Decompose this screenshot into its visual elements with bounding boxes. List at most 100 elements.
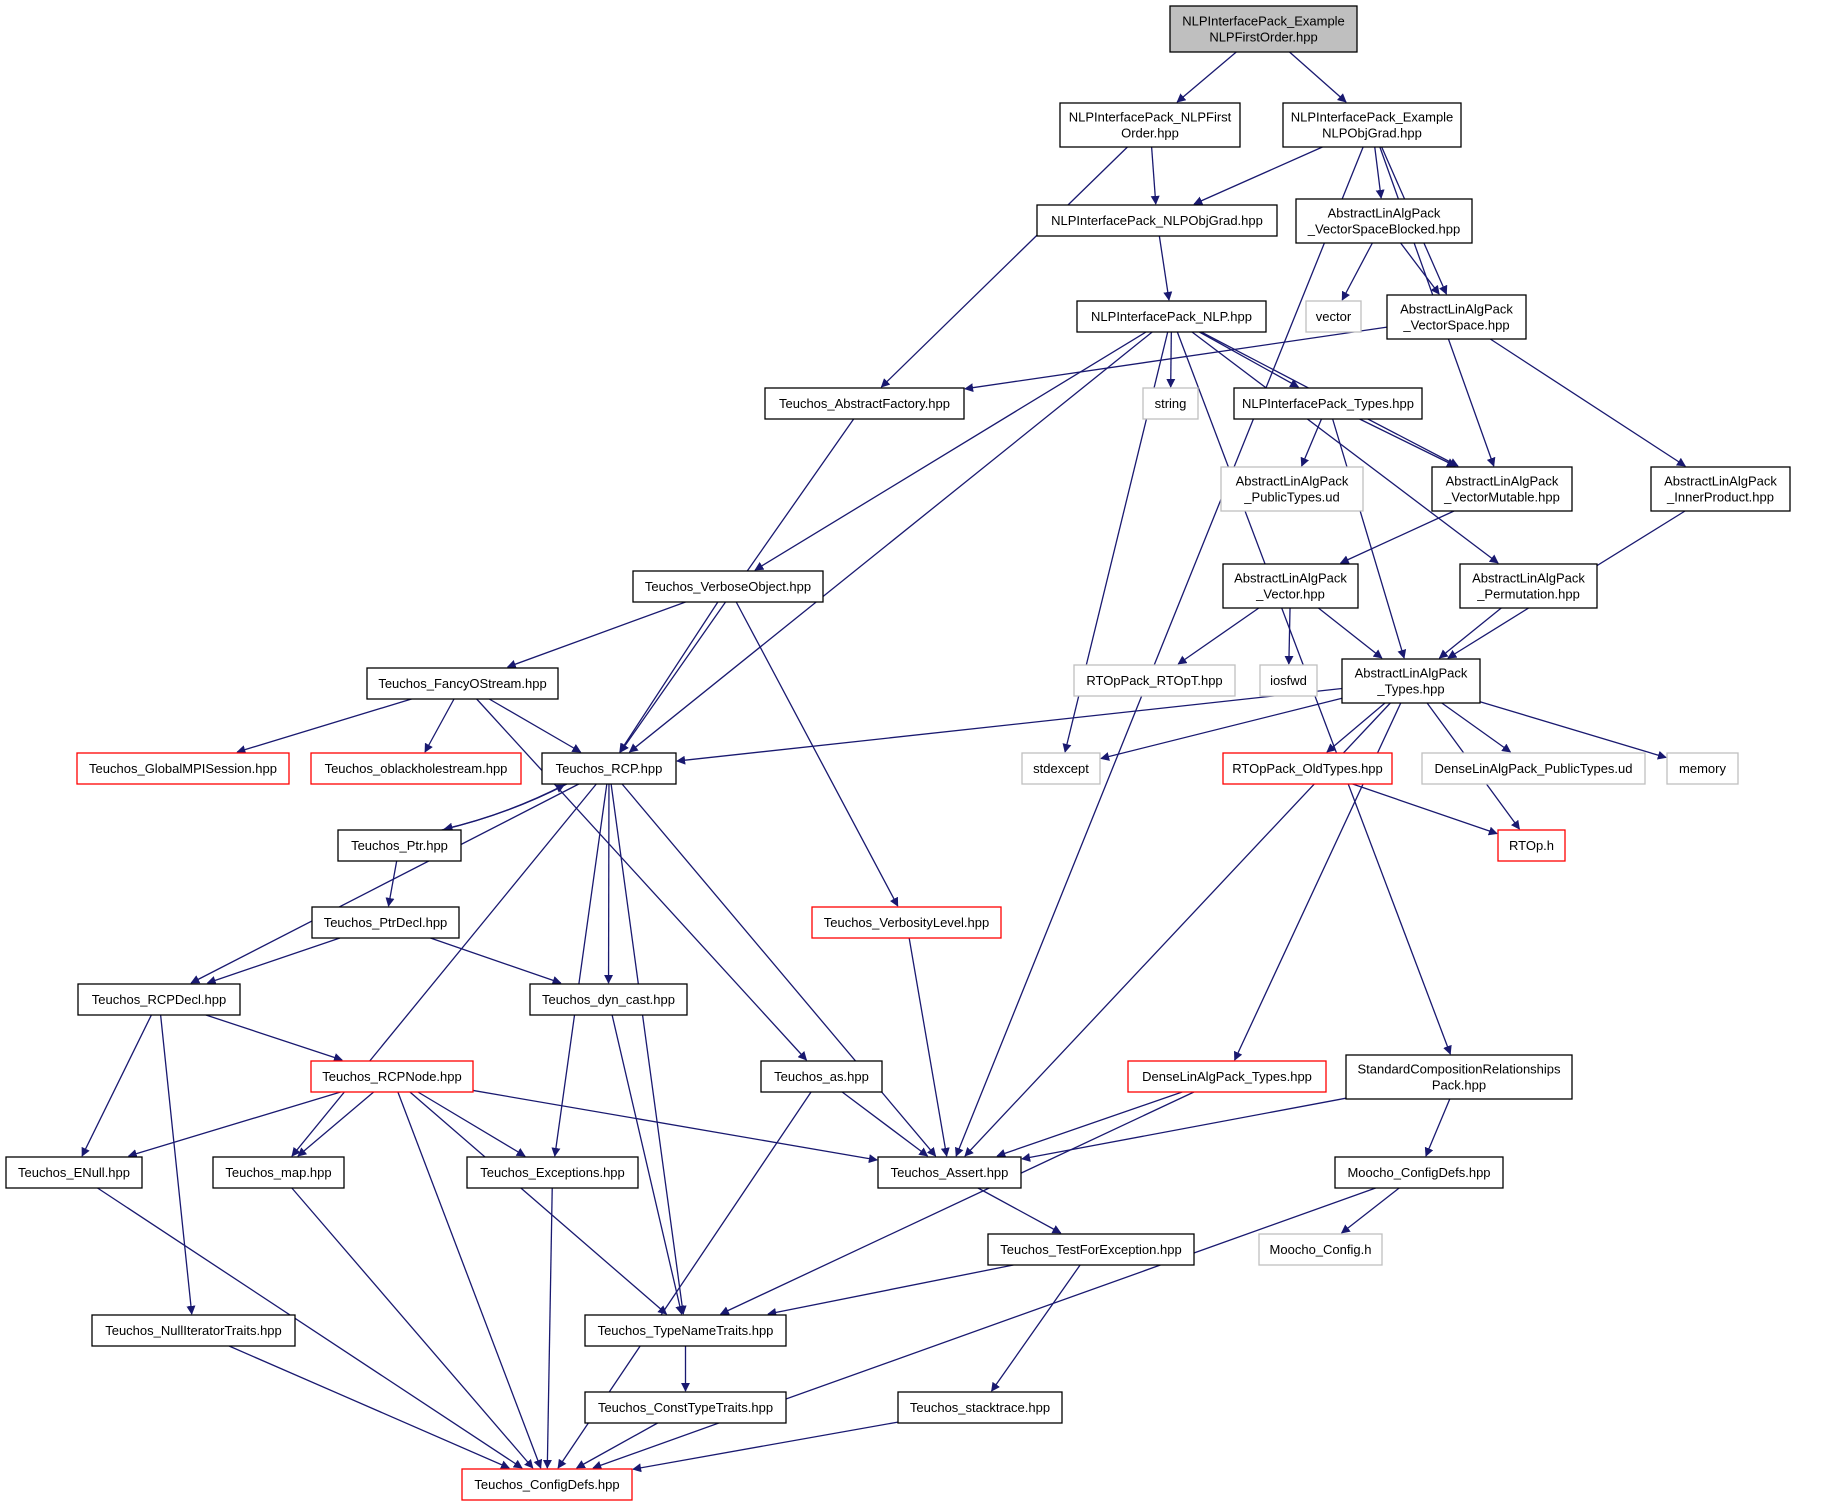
node-ptr_decl[interactable]: Teuchos_PtrDecl.hpp [311,906,460,939]
node-null_iterator_traits[interactable]: Teuchos_NullIteratorTraits.hpp [91,1314,296,1347]
node-dyn_cast[interactable]: Teuchos_dyn_cast.hpp [529,983,688,1016]
node-label-teuchos_as-0: Teuchos_as.hpp [774,1069,869,1084]
node-label-moocho_config_defs-0: Moocho_ConfigDefs.hpp [1347,1165,1490,1180]
node-oblackholestream[interactable]: Teuchos_oblackholestream.hpp [310,752,522,785]
node-fancy_ostream[interactable]: Teuchos_FancyOStream.hpp [366,667,559,700]
node-vector[interactable]: vector [1305,300,1362,333]
edge-verbose_object-to-fancy_ostream [506,601,686,669]
node-box-example_nlp_obj_grad [1282,102,1462,148]
node-box-public_types_ud [1220,466,1364,512]
node-label-vector-0: vector [1316,309,1352,324]
edge-test_for_exception-to-type_name_traits [767,1264,1014,1317]
edge-teuchos_assert-to-test_for_exception [977,1187,1062,1234]
node-exceptions[interactable]: Teuchos_Exceptions.hpp [466,1156,639,1189]
node-label-alap_types-0: AbstractLinAlgPack [1355,666,1468,681]
edge-nlp_first_order-to-nlp_obj_grad [1150,146,1160,205]
node-box-global_mpi_session [76,752,290,785]
node-nlp_types[interactable]: NLPInterfacePack_Types.hpp [1233,387,1423,420]
edge-rcp-to-teuchos_map [291,783,597,1157]
node-type_name_traits[interactable]: Teuchos_TypeNameTraits.hpp [584,1314,787,1347]
node-label-rcp_decl-0: Teuchos_RCPDecl.hpp [92,992,226,1007]
node-label-alap_vector-0: AbstractLinAlgPack [1234,571,1347,586]
node-public_types_ud[interactable]: AbstractLinAlgPack_PublicTypes.ud [1220,466,1364,512]
node-box-verbosity_level [811,906,1002,939]
node-dense_types[interactable]: DenseLinAlgPack_Types.hpp [1127,1060,1327,1093]
node-box-dense_types [1127,1060,1327,1093]
node-iosfwd[interactable]: iosfwd [1259,664,1318,697]
node-moocho_config_defs[interactable]: Moocho_ConfigDefs.hpp [1334,1156,1504,1189]
node-box-nlp [1076,300,1267,333]
edge-fancy_ostream-to-teuchos_as [476,698,808,1061]
edge-permutation-to-alap_types [1438,607,1502,659]
node-teuchos_as[interactable]: Teuchos_as.hpp [760,1060,883,1093]
edge-teuchos_map-to-config_defs [291,1187,534,1469]
node-nlp_obj_grad[interactable]: NLPInterfacePack_NLPObjGrad.hpp [1036,204,1278,237]
node-stdexcept[interactable]: stdexcept [1021,752,1101,785]
node-alap_vector[interactable]: AbstractLinAlgPack_Vector.hpp [1222,563,1359,609]
node-label-enull-0: Teuchos_ENull.hpp [18,1165,130,1180]
node-root[interactable]: NLPInterfacePack_ExampleNLPFirstOrder.hp… [1169,5,1358,53]
node-rtop_t[interactable]: RTOpPack_RTOpT.hpp [1073,664,1236,697]
node-dense_public_types[interactable]: DenseLinAlgPack_PublicTypes.ud [1421,752,1646,785]
node-ptr[interactable]: Teuchos_Ptr.hpp [337,829,462,862]
node-label-config_defs-0: Teuchos_ConfigDefs.hpp [474,1477,619,1492]
node-rtop_h[interactable]: RTOp.h [1497,829,1566,862]
node-box-nlp_obj_grad [1036,204,1278,237]
edge-fancy_ostream-to-oblackholestream [424,698,455,753]
node-memory[interactable]: memory [1666,752,1739,785]
edges-layer [81,51,1686,1473]
edge-nlp_obj_grad-to-nlp [1158,235,1173,301]
node-rcp_node[interactable]: Teuchos_RCPNode.hpp [310,1060,474,1093]
edge-rcp-to-teuchos_assert [621,783,937,1157]
edge-teuchos_as-to-teuchos_assert [841,1091,929,1157]
node-nlp_first_order[interactable]: NLPInterfacePack_NLPFirstOrder.hpp [1059,102,1241,148]
node-test_for_exception[interactable]: Teuchos_TestForException.hpp [987,1233,1195,1266]
edge-nlp-to-string [1166,331,1176,388]
node-box-test_for_exception [987,1233,1195,1266]
node-box-type_name_traits [584,1314,787,1347]
node-moocho_config_h[interactable]: Moocho_Config.h [1258,1233,1383,1266]
node-alap_types[interactable]: AbstractLinAlgPack_Types.hpp [1341,658,1481,704]
node-rtop_old_types[interactable]: RTOpPack_OldTypes.hpp [1222,752,1393,785]
node-box-string [1142,387,1199,420]
node-verbosity_level[interactable]: Teuchos_VerbosityLevel.hpp [811,906,1002,939]
node-vector_mutable[interactable]: AbstractLinAlgPack_VectorMutable.hpp [1431,466,1573,512]
edge-stacktrace-to-config_defs [632,1421,899,1473]
node-label-ptr-0: Teuchos_Ptr.hpp [351,838,448,853]
node-label-vector_space-1: _VectorSpace.hpp [1402,318,1509,333]
node-box-nlp_types [1233,387,1423,420]
node-box-ptr [337,829,462,862]
edge-nlp-to-permutation [1191,331,1499,564]
node-verbose_object[interactable]: Teuchos_VerboseObject.hpp [632,570,824,603]
node-vector_space_blocked[interactable]: AbstractLinAlgPack_VectorSpaceBlocked.hp… [1295,198,1473,244]
node-inner_product[interactable]: AbstractLinAlgPack_InnerProduct.hpp [1650,466,1791,512]
node-config_defs[interactable]: Teuchos_ConfigDefs.hpp [461,1468,633,1501]
node-teuchos_map[interactable]: Teuchos_map.hpp [212,1156,345,1189]
edge-rcp_node-to-exceptions [417,1091,526,1157]
node-label-vector_space-0: AbstractLinAlgPack [1400,302,1513,317]
node-nlp[interactable]: NLPInterfacePack_NLP.hpp [1076,300,1267,333]
node-rcp_decl[interactable]: Teuchos_RCPDecl.hpp [77,983,241,1016]
node-string[interactable]: string [1142,387,1199,420]
node-teuchos_assert[interactable]: Teuchos_Assert.hpp [877,1156,1022,1189]
edge-rcp-to-rcp_decl [190,783,580,984]
node-label-global_mpi_session-0: Teuchos_GlobalMPISession.hpp [89,761,277,776]
edge-const_type_traits-to-config_defs [575,1422,658,1469]
node-label-inner_product-1: _InnerProduct.hpp [1666,490,1774,505]
node-const_type_traits[interactable]: Teuchos_ConstTypeTraits.hpp [584,1391,787,1424]
node-box-rcp_node [310,1060,474,1093]
node-label-example_nlp_obj_grad-1: NLPObjGrad.hpp [1322,126,1422,141]
node-enull[interactable]: Teuchos_ENull.hpp [5,1156,143,1189]
node-global_mpi_session[interactable]: Teuchos_GlobalMPISession.hpp [76,752,290,785]
node-stacktrace[interactable]: Teuchos_stacktrace.hpp [897,1391,1063,1424]
node-permutation[interactable]: AbstractLinAlgPack_Permutation.hpp [1459,563,1598,609]
node-label-nlp-0: NLPInterfacePack_NLP.hpp [1091,309,1252,324]
node-vector_space[interactable]: AbstractLinAlgPack_VectorSpace.hpp [1386,294,1527,340]
node-abstract_factory[interactable]: Teuchos_AbstractFactory.hpp [764,387,965,420]
edge-rcp_node-to-type_name_traits [409,1091,668,1315]
node-box-oblackholestream [310,752,522,785]
node-rcp[interactable]: Teuchos_RCP.hpp [541,752,677,785]
node-label-oblackholestream-0: Teuchos_oblackholestream.hpp [325,761,508,776]
